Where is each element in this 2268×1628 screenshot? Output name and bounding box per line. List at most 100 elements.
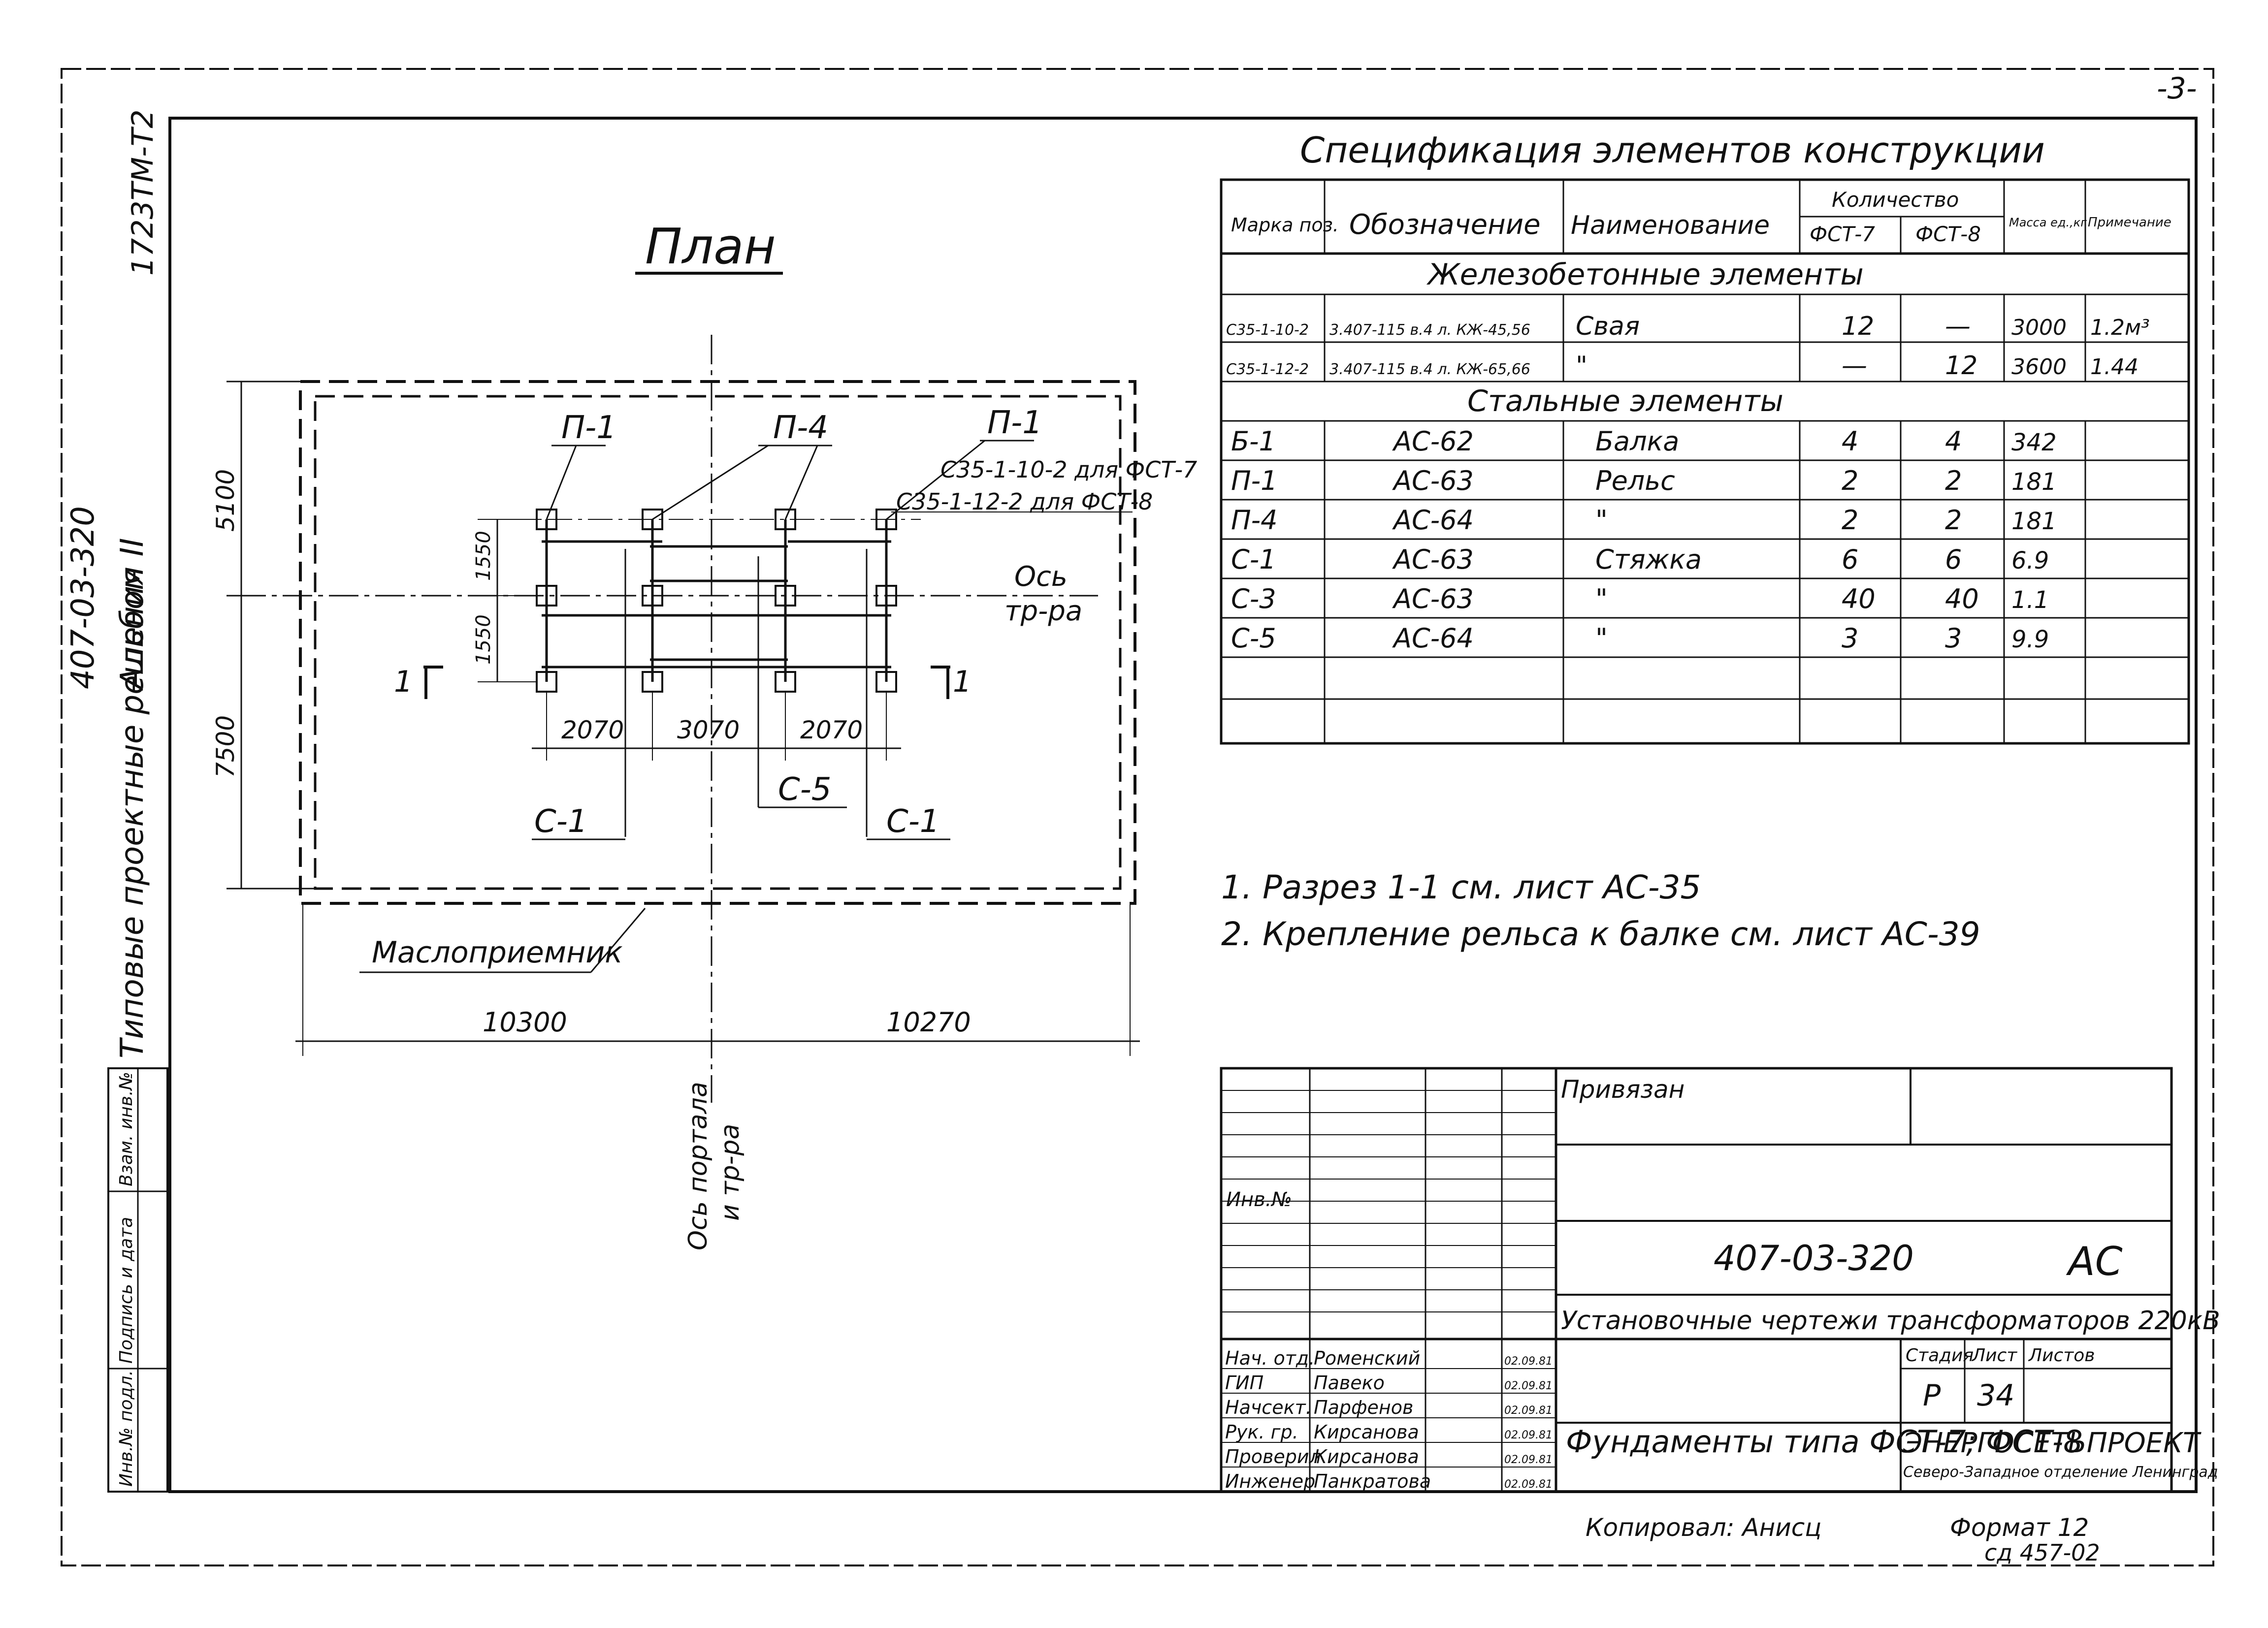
section-mark-left: 1	[394, 665, 413, 699]
steel-row-fst8: 40	[1945, 583, 1979, 614]
signatory-date: 02.09.81	[1504, 1380, 1553, 1392]
signatory-role: Нач. отд.	[1225, 1347, 1315, 1369]
steel-row-designation: АС-63	[1392, 544, 1474, 575]
steel-row-mark: П-1	[1231, 465, 1277, 496]
steel-row-mass: 6.9	[2011, 547, 2049, 575]
album-code: 1723ТМ-Т2	[126, 109, 160, 276]
portal-axis-label-1: Ось портала	[683, 1082, 713, 1250]
steel-row-designation: АС-63	[1392, 465, 1474, 496]
concrete-row-fst7: 12	[1842, 312, 1874, 341]
steel-row-fst7: 40	[1842, 583, 1876, 614]
steel-row-mark: С-5	[1231, 623, 1276, 654]
dim-bay-1: 2070	[561, 716, 624, 744]
steel-row-mark: П-4	[1231, 505, 1277, 536]
steel-row-fst8: 2	[1945, 465, 1962, 496]
steel-row-fst8: 6	[1945, 544, 1962, 575]
signatory-date: 02.09.81	[1504, 1454, 1553, 1466]
section-steel: Стальные элементы	[1467, 384, 1783, 418]
signatory-date: 02.09.81	[1504, 1355, 1553, 1368]
steel-row-mark: Б-1	[1231, 426, 1276, 457]
dim-left-width: 10300	[483, 1007, 567, 1038]
steel-row-mass: 9.9	[2011, 626, 2049, 653]
note-1: 1. Разрез 1-1 см. лист АС-35	[1221, 868, 1701, 906]
hdr-qty-fst7: ФСТ-7	[1810, 222, 1875, 246]
tb-stage: Р	[1923, 1378, 1941, 1413]
concrete-row-name: "	[1576, 351, 1588, 381]
steel-row-fst8: 2	[1945, 505, 1962, 536]
spec-title: Спецификация элементов конструкции	[1300, 129, 2045, 171]
signatory-role: Начсект.	[1225, 1397, 1312, 1418]
corner-mark: -3-	[2157, 71, 2197, 106]
stamp-sign-date: Подпись и дата	[116, 1217, 136, 1364]
tb-format: Формат 12	[1950, 1513, 2089, 1542]
steel-row-mark: С-1	[1231, 544, 1276, 575]
note-2: 2. Крепление рельса к балке см. лист АС-…	[1221, 915, 1980, 953]
steel-row-name: "	[1595, 505, 1608, 536]
steel-row-name: "	[1595, 623, 1608, 654]
hdr-mark: Марка поз.	[1231, 214, 1339, 236]
dim-span-1: 1550	[472, 531, 495, 581]
steel-row-designation: АС-64	[1392, 505, 1474, 536]
steel-row-fst7: 6	[1842, 544, 1858, 575]
steel-row-fst8: 3	[1945, 623, 1962, 654]
tb-doc-code: 407-03-320	[1714, 1238, 1914, 1278]
steel-row-name: Стяжка	[1595, 544, 1702, 575]
signatory-role: ГИП	[1225, 1372, 1264, 1394]
tb-sheet-title: Фундаменты типа ФСТ-7; ФСТ-8	[1566, 1424, 2083, 1460]
signatory-name: Кирсанова	[1314, 1446, 1419, 1468]
signatory-role: Инженер	[1225, 1470, 1315, 1492]
steel-row-fst7: 2	[1842, 505, 1858, 536]
project-code: 407-03-320	[65, 506, 101, 689]
signatory-name: Роменский	[1314, 1347, 1420, 1369]
tb-doc-title: Установочные чертежи трансформаторов 220…	[1561, 1306, 2220, 1336]
label-oil-receiver: Маслоприемник	[372, 935, 623, 970]
signatory-role: Проверил	[1225, 1446, 1321, 1468]
section-concrete: Железобетонные элементы	[1426, 257, 1864, 292]
dim-bay-3: 2070	[800, 716, 863, 744]
plan-drawing: План П-1	[211, 218, 1197, 1250]
section-mark-right: 1	[953, 665, 972, 699]
tb-org-branch: Северо-Западное отделение Ленинград	[1903, 1464, 2218, 1481]
steel-row-designation: АС-63	[1392, 583, 1474, 614]
signatory-date: 02.09.81	[1504, 1405, 1553, 1417]
stamp-inv-orig: Инв.№ подл.	[116, 1370, 136, 1487]
dim-top-vertical: 5100	[211, 469, 240, 532]
concrete-row-designation: 3.407-115 в.4 л. КЖ-45,56	[1329, 321, 1530, 339]
concrete-row-fst8: 12	[1945, 351, 1977, 381]
album-label: Альбом II	[114, 538, 151, 691]
side-block: 1723ТМ-Т2 407-03-320 Альбом II Типовые п…	[65, 109, 168, 1493]
tb-sheet: 34	[1977, 1378, 2014, 1413]
tb-org-name: ЭНЕРГОСЕТЬПРОЕКТ	[1903, 1427, 2202, 1459]
steel-row-mass: 342	[2011, 429, 2057, 456]
axis-label-2: тр-ра	[1004, 595, 1082, 627]
concrete-row-note: 1.2м³	[2090, 315, 2150, 340]
concrete-row-fst7: —	[1842, 351, 1867, 381]
signatory-role: Рук. гр.	[1225, 1421, 1298, 1443]
steel-row-designation: АС-64	[1392, 623, 1474, 654]
series-label: Типовые проектные решения	[114, 567, 151, 1058]
concrete-row-designation: 3.407-115 в.4 л. КЖ-65,66	[1329, 361, 1530, 378]
tb-mark: АС	[2066, 1239, 2123, 1284]
label-p1-right: П-1	[987, 405, 1042, 441]
outer-frame	[61, 68, 2214, 1566]
steel-row-mass: 1.1	[2011, 586, 2049, 614]
hdr-mass: Масса ед.,кг	[2009, 216, 2087, 229]
signatory-name: Парфенов	[1314, 1397, 1413, 1418]
pile-markers	[536, 509, 897, 693]
label-p4: П-4	[773, 410, 828, 446]
steel-row-name: "	[1595, 583, 1608, 614]
portal-axis-label-2: и тр-ра	[715, 1124, 745, 1221]
concrete-row-note: 1.44	[2090, 354, 2138, 380]
hdr-qty-fst8: ФСТ-8	[1915, 222, 1981, 246]
steel-row-fst7: 3	[1842, 623, 1858, 654]
tb-inv-no: Инв.№	[1226, 1188, 1292, 1211]
concrete-row-name: Свая	[1576, 312, 1640, 341]
signatory-name: Кирсанова	[1314, 1421, 1419, 1443]
dim-span-2: 1550	[472, 614, 495, 665]
label-p1-left: П-1	[561, 410, 616, 446]
hdr-note: Примечание	[2088, 215, 2171, 230]
steel-row-fst7: 4	[1842, 426, 1858, 457]
